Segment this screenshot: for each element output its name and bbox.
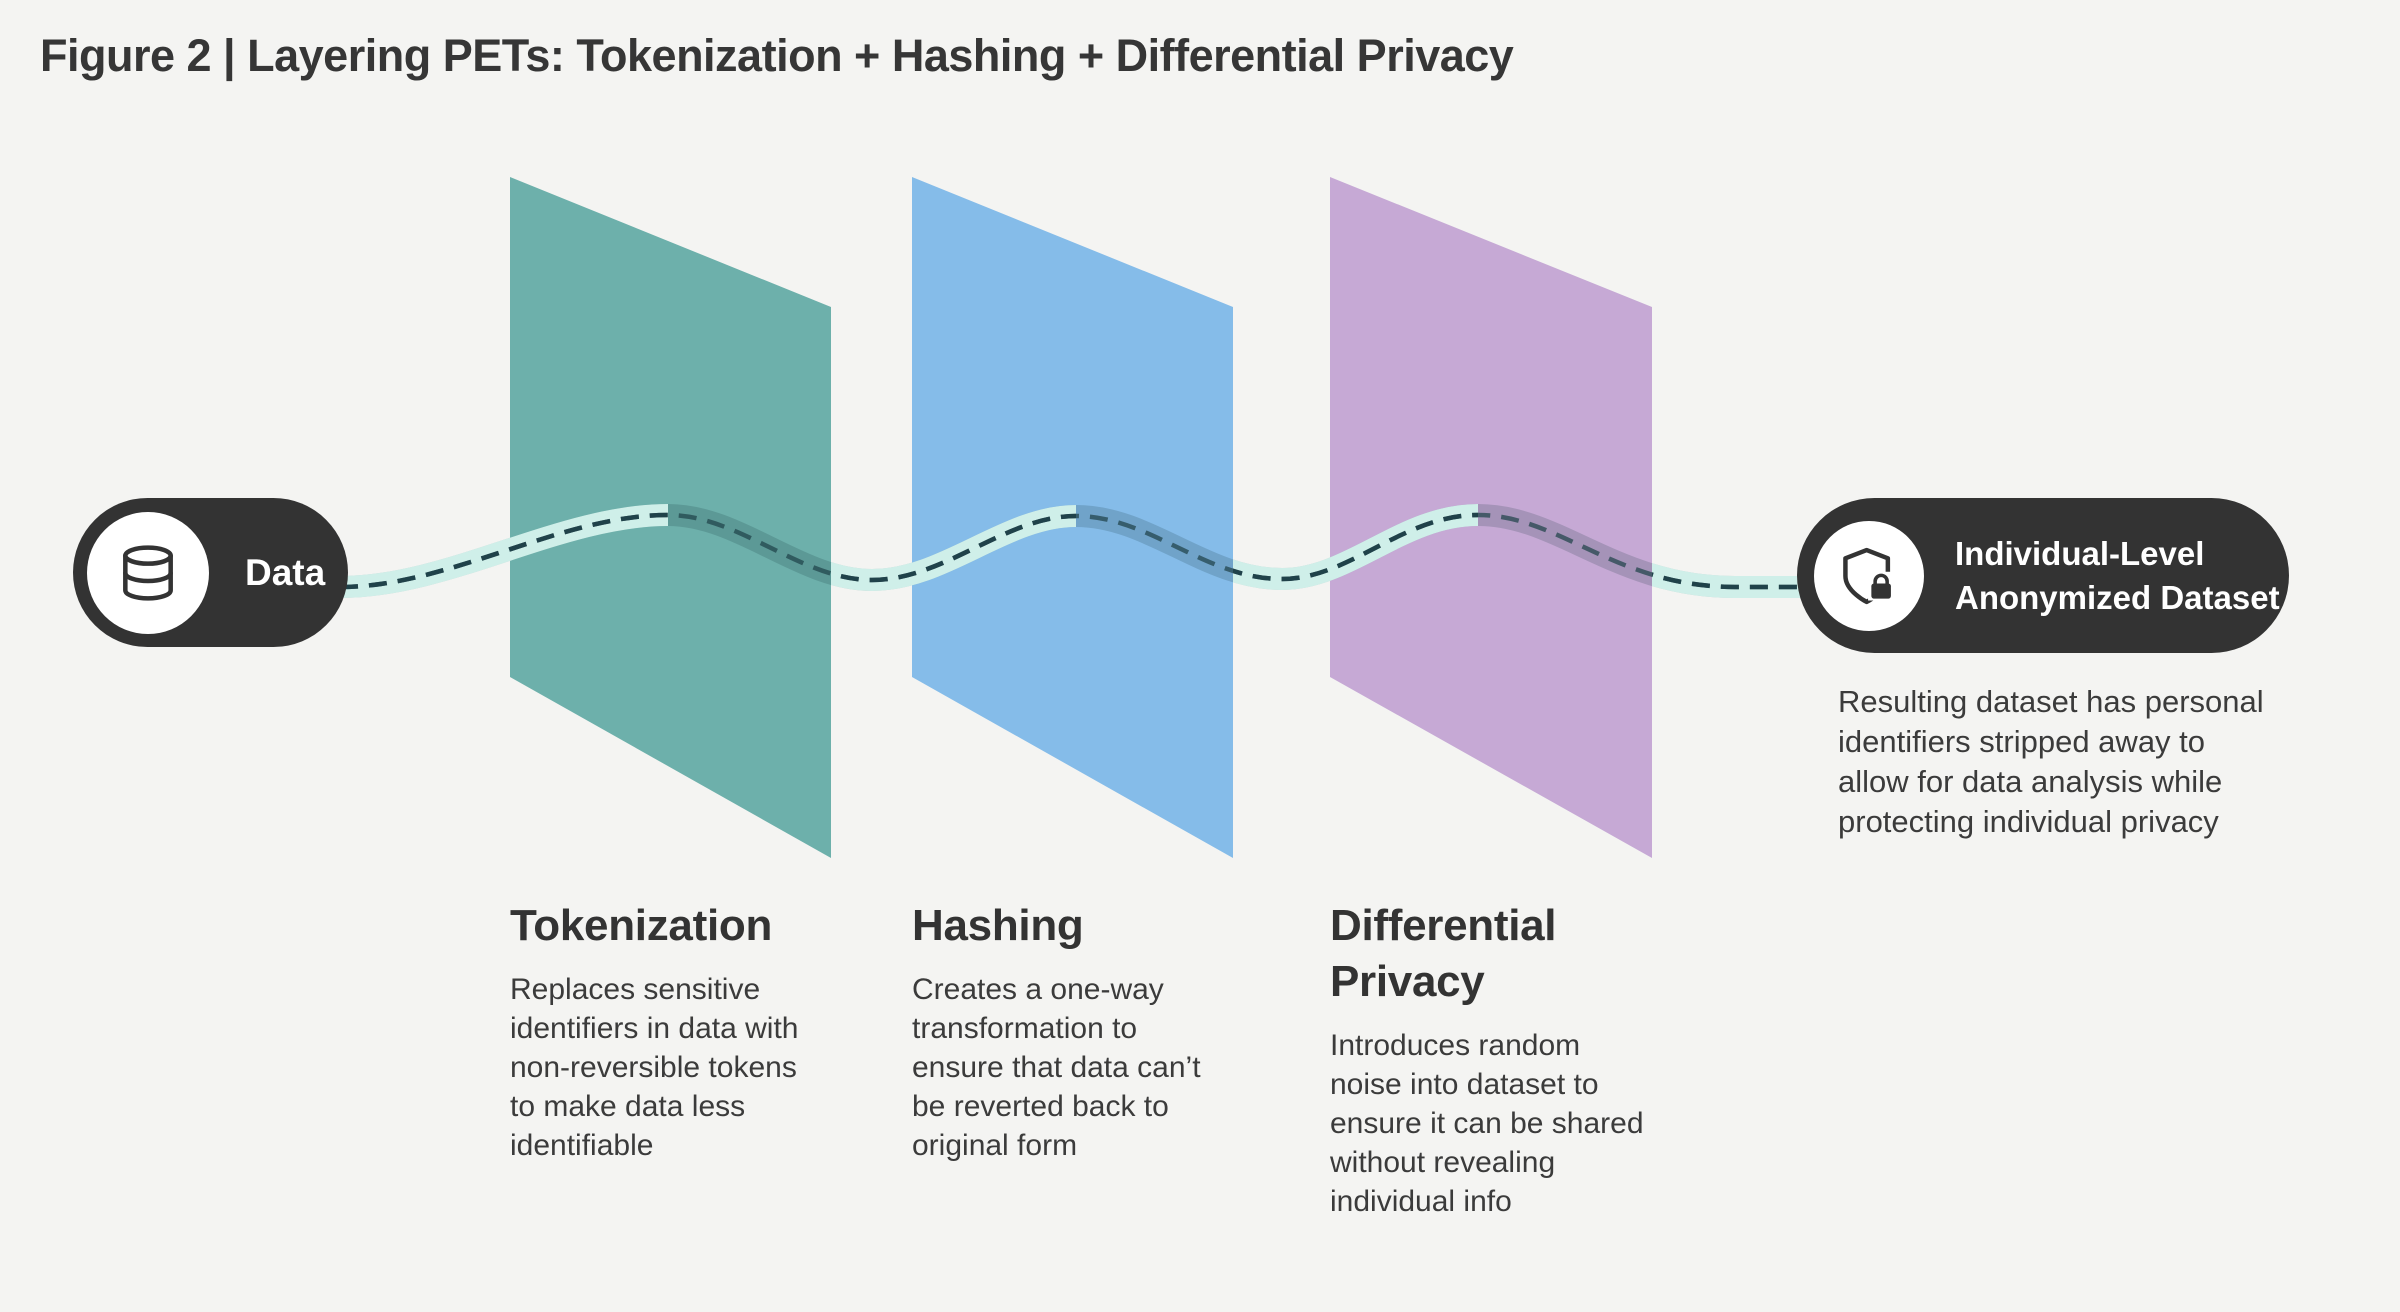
hashing-section: Hashing Creates a one-way transformation… [912,898,1272,1165]
data-pill-label: Data [245,551,326,593]
hashing-description: Creates a one-way transformation to ensu… [912,973,1201,1162]
tokenization-section: Tokenization Replaces sensitive identifi… [510,898,870,1165]
differential-privacy-section: Differential Privacy Introduces random n… [1330,898,1690,1221]
differential-privacy-heading: Differential Privacy [1330,901,1557,1006]
result-pill-label: Individual-Level Anonymized Dataset [1955,534,2280,616]
result-description: Resulting dataset has personal identifie… [1838,684,2264,839]
shield-lock-icon [1843,547,1895,604]
database-icon [123,544,173,601]
differential-privacy-description: Introduces random noise into dataset to … [1330,1029,1644,1218]
tokenization-description: Replaces sensitive identifiers in data w… [510,973,799,1162]
figure-title: Figure 2 | Layering PETs: Tokenization +… [40,30,1514,81]
result-pill: Individual-Level Anonymized Dataset [1797,498,2289,653]
hashing-heading: Hashing [912,901,1084,950]
tokenization-heading: Tokenization [510,901,773,950]
data-icon-circle [87,511,209,634]
result-icon-circle [1814,520,1924,631]
data-pill: Data [73,498,348,647]
